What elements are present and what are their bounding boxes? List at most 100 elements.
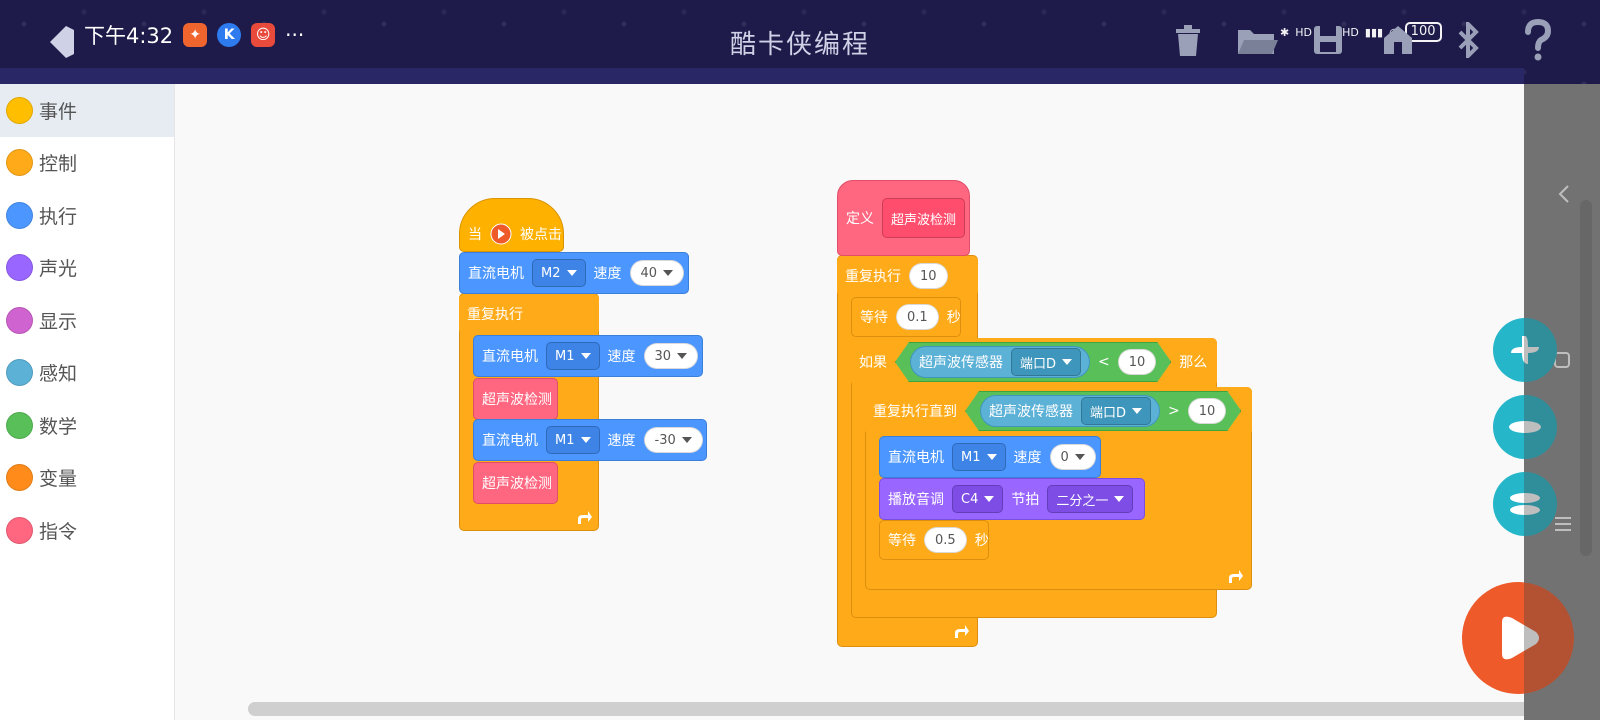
dropdown-caret-icon bbox=[663, 270, 674, 276]
category-label: 数学 bbox=[39, 415, 78, 438]
speed-input[interactable]: -30 bbox=[643, 427, 703, 453]
block-label: 重复执行 bbox=[845, 269, 901, 285]
top-bar-strip bbox=[0, 68, 1524, 84]
motor-port-dropdown[interactable]: M1 bbox=[546, 426, 600, 454]
tone-note-dropdown[interactable]: C4 bbox=[952, 485, 1004, 513]
save-button[interactable] bbox=[1306, 18, 1350, 62]
motor-port-dropdown[interactable]: M1 bbox=[952, 443, 1006, 471]
tone-beat-dropdown[interactable]: 二分之一 bbox=[1047, 485, 1134, 513]
block-label: 重复执行 bbox=[467, 307, 523, 323]
zoom-out-button[interactable] bbox=[1493, 395, 1557, 459]
sensor-port-dropdown[interactable]: 端口D bbox=[1011, 348, 1081, 376]
speed-input[interactable]: 40 bbox=[629, 260, 685, 286]
less-than-condition[interactable]: 超声波传感器 端口D < 10 bbox=[895, 342, 1171, 382]
status-time: 下午4:32 bbox=[84, 24, 174, 48]
ultrasonic-detect-call-block[interactable]: 超声波检测 bbox=[473, 378, 558, 420]
category-dot-icon bbox=[6, 254, 33, 282]
category-dot-icon bbox=[6, 516, 33, 544]
repeat-count-input[interactable]: 10 bbox=[909, 263, 948, 289]
category-sensing[interactable]: 感知 bbox=[0, 347, 174, 400]
input-value: -30 bbox=[654, 432, 676, 448]
wait-block[interactable]: 等待 0.5 秒 bbox=[879, 520, 989, 560]
greater-than-condition[interactable]: 超声波传感器 端口D > 10 bbox=[965, 391, 1241, 431]
wait-seconds-input[interactable]: 0.5 bbox=[924, 527, 967, 553]
category-sound-light[interactable]: 声光 bbox=[0, 242, 174, 295]
play-tone-block[interactable]: 播放音调 C4 节拍 二分之一 bbox=[879, 478, 1145, 520]
wait-seconds-input[interactable]: 0.1 bbox=[896, 304, 939, 330]
horizontal-scrollbar[interactable] bbox=[248, 702, 1564, 716]
bluetooth-disconnected-icon bbox=[1458, 22, 1479, 58]
menu-button[interactable] bbox=[1553, 514, 1573, 539]
ultrasonic-sensor-reporter[interactable]: 超声波传感器 端口D bbox=[980, 395, 1160, 427]
input-value: 10 bbox=[1128, 354, 1146, 370]
compare-value-input[interactable]: 10 bbox=[1188, 398, 1227, 424]
repeat-forever-header[interactable]: 重复执行 bbox=[459, 294, 599, 334]
open-folder-button[interactable] bbox=[1236, 18, 1280, 62]
ultrasonic-sensor-reporter[interactable]: 超声波传感器 端口D bbox=[910, 346, 1090, 378]
home-upload-icon bbox=[1384, 26, 1412, 54]
hat-when-label: 当 bbox=[468, 227, 482, 243]
category-dot-icon bbox=[6, 149, 33, 177]
speed-input[interactable]: 0 bbox=[1049, 444, 1096, 470]
dropdown-value: M1 bbox=[555, 348, 575, 364]
procedure-name[interactable]: 超声波检测 bbox=[882, 198, 966, 238]
category-display[interactable]: 显示 bbox=[0, 294, 174, 347]
battery-indicator: 100 bbox=[1404, 22, 1442, 42]
block-label: 节拍 bbox=[1011, 492, 1040, 508]
dropdown-caret-icon bbox=[1074, 454, 1085, 460]
category-control[interactable]: 控制 bbox=[0, 137, 174, 190]
dropdown-caret-icon bbox=[580, 437, 591, 443]
signal-icon-2: ▮▮▮ bbox=[1364, 25, 1384, 39]
when-flag-clicked-block[interactable]: 当 被点击 bbox=[459, 198, 564, 252]
dc-motor-block[interactable]: 直流电机 M1 速度 30 bbox=[473, 335, 703, 377]
repeat-until-header[interactable]: 重复执行直到 超声波传感器 端口D > 10 bbox=[865, 387, 1252, 435]
block-label: 直流电机 bbox=[468, 266, 524, 282]
block-label: 直流电机 bbox=[888, 450, 944, 466]
repeat-n-header[interactable]: 重复执行 10 bbox=[837, 256, 978, 296]
category-dot-icon bbox=[6, 96, 33, 124]
dc-motor-block[interactable]: 直流电机 M1 速度 -30 bbox=[473, 419, 707, 461]
sensor-port-dropdown[interactable]: 端口D bbox=[1081, 397, 1151, 425]
category-label: 执行 bbox=[39, 205, 78, 228]
define-block[interactable]: 定义 超声波检测 bbox=[837, 180, 970, 256]
compare-value-input[interactable]: 10 bbox=[1118, 349, 1157, 375]
block-label: 速度 bbox=[593, 266, 622, 282]
motor-port-dropdown[interactable]: M1 bbox=[546, 342, 600, 370]
dc-motor-block[interactable]: 直流电机 M1 速度 0 bbox=[879, 436, 1101, 478]
zoom-reset-button[interactable] bbox=[1493, 472, 1557, 536]
chevron-left-icon bbox=[1558, 185, 1569, 203]
category-motion[interactable]: 执行 bbox=[0, 189, 174, 242]
dropdown-value: M2 bbox=[541, 265, 561, 281]
zoom-in-icon bbox=[1511, 336, 1539, 364]
block-label: 等待 bbox=[888, 533, 916, 549]
zoom-in-button[interactable] bbox=[1493, 318, 1557, 382]
category-commands[interactable]: 指令 bbox=[0, 504, 174, 557]
wait-block[interactable]: 等待 0.1 秒 bbox=[851, 297, 961, 337]
trash-button[interactable] bbox=[1166, 18, 1210, 62]
back-button[interactable] bbox=[44, 20, 88, 64]
dropdown-caret-icon bbox=[580, 353, 591, 359]
motor-port-dropdown[interactable]: M2 bbox=[532, 259, 586, 287]
category-dot-icon bbox=[6, 464, 33, 492]
ultrasonic-detect-call-block[interactable]: 超声波检测 bbox=[473, 462, 558, 504]
dc-motor-block[interactable]: 直流电机 M2 速度 40 bbox=[459, 252, 689, 294]
category-label: 声光 bbox=[39, 258, 78, 281]
bluetooth-button[interactable] bbox=[1446, 18, 1490, 62]
upload-button[interactable] bbox=[1376, 18, 1420, 62]
input-value: 0 bbox=[1060, 449, 1069, 465]
vertical-scrollbar[interactable] bbox=[1580, 200, 1592, 556]
play-icon bbox=[1502, 616, 1539, 660]
hat-clicked-label: 被点击 bbox=[520, 227, 562, 243]
if-header[interactable]: 如果 超声波传感器 端口D < 10 那么 bbox=[851, 338, 1217, 386]
run-program-button[interactable] bbox=[1462, 582, 1574, 694]
loop-arrow-icon bbox=[578, 511, 592, 524]
loop-arrow-icon bbox=[955, 625, 969, 638]
category-events[interactable]: 事件 bbox=[0, 84, 174, 137]
category-variables[interactable]: 变量 bbox=[0, 452, 174, 505]
category-math[interactable]: 数学 bbox=[0, 399, 174, 452]
help-button[interactable] bbox=[1516, 18, 1560, 62]
collapse-panel-button[interactable] bbox=[1556, 182, 1572, 212]
speed-input[interactable]: 30 bbox=[643, 343, 699, 369]
dropdown-value: M1 bbox=[961, 449, 981, 465]
category-label: 变量 bbox=[39, 468, 78, 491]
